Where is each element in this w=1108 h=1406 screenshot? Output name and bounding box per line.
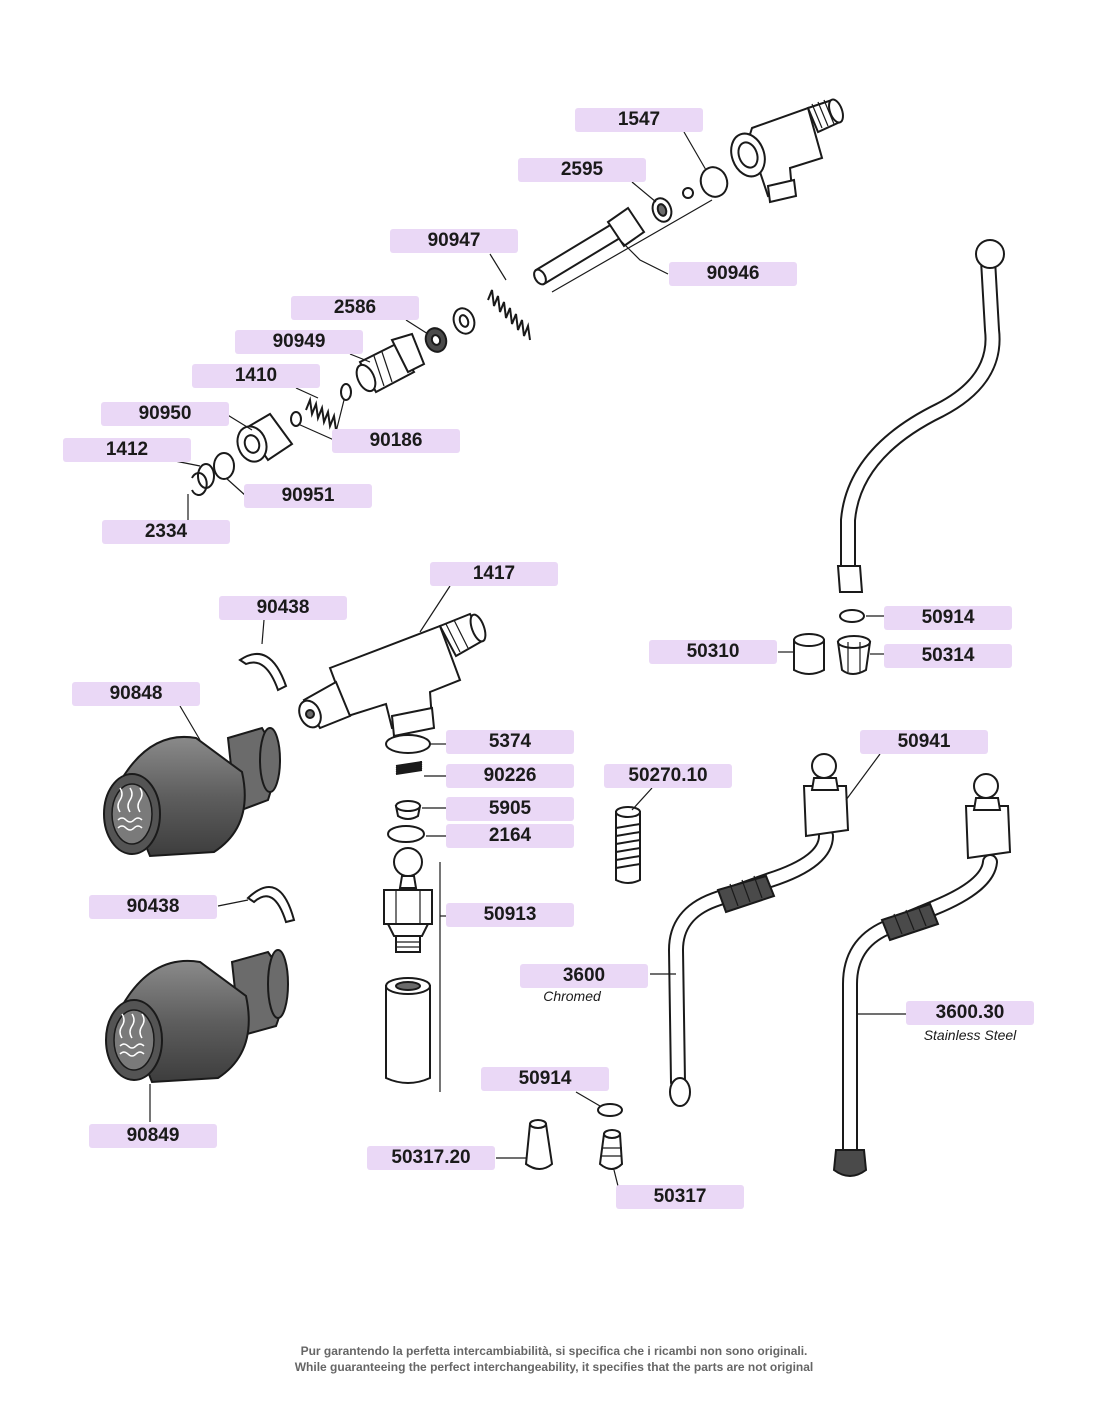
- knob-90848-drawing: [103, 726, 281, 858]
- finish-note-chromed: Chromed: [543, 988, 601, 1004]
- part-label-2586: 2586: [291, 296, 419, 320]
- part-label-90949: 90949: [235, 330, 363, 354]
- nozzle-50317-20-drawing: [524, 1119, 554, 1170]
- small-ball-drawing: [682, 187, 694, 199]
- part-label-90947: 90947: [390, 229, 518, 253]
- washer-drawing: [452, 307, 476, 335]
- clip-90438b-drawing: [246, 886, 296, 924]
- washer-90951-drawing: [213, 452, 235, 480]
- sleeve-50310-drawing: [793, 633, 825, 675]
- part-label-90849: 90849: [89, 1124, 217, 1148]
- cup-5905-drawing: [394, 800, 422, 820]
- o-ring-2164-drawing: [387, 825, 425, 843]
- nozzle-50317-drawing: [598, 1129, 624, 1170]
- ball-joint-50913-drawing: [383, 847, 433, 953]
- part-label-50310: 50310: [649, 640, 777, 664]
- part-label-90226: 90226: [446, 764, 574, 788]
- clip-90438a-drawing: [238, 653, 288, 692]
- part-label-1410: 1410: [192, 364, 320, 388]
- valve-body-1417-drawing: [298, 612, 487, 738]
- disclaimer-italian: Pur garantendo la perfetta intercambiabi…: [300, 1344, 808, 1358]
- part-label-90848: 90848: [72, 682, 200, 706]
- knob-90849-drawing: [105, 949, 289, 1084]
- part-label-50914-top: 50914: [884, 606, 1012, 630]
- part-label-1412: 1412: [63, 438, 191, 462]
- part-label-50270-10: 50270.10: [604, 764, 732, 788]
- o-ring-50914b-drawing: [597, 1103, 623, 1117]
- steam-wand-3600-30-drawing: [832, 773, 1012, 1177]
- part-label-2334: 2334: [102, 520, 230, 544]
- disclaimer-english: While guaranteeing the perfect interchan…: [294, 1360, 814, 1374]
- part-label-50941: 50941: [860, 730, 988, 754]
- part-label-3600-30: 3600.30: [906, 1001, 1034, 1025]
- spring-sleeve-50270-drawing: [615, 806, 641, 884]
- o-ring-90186b-drawing: [340, 383, 352, 401]
- part-label-90186: 90186: [332, 429, 460, 453]
- part-label-50317-20: 50317.20: [367, 1146, 495, 1170]
- o-ring-90186a-drawing: [290, 411, 302, 427]
- o-ring-5374-drawing: [385, 734, 431, 754]
- part-label-90951: 90951: [244, 484, 372, 508]
- part-label-90946: 90946: [669, 262, 797, 286]
- part-label-90438-top: 90438: [219, 596, 347, 620]
- o-ring-1547-drawing: [699, 166, 729, 198]
- steam-wand-upper-drawing: [836, 239, 1005, 593]
- fitting-90949-drawing: [355, 332, 426, 394]
- part-label-5374: 5374: [446, 730, 574, 754]
- nut-90950-drawing: [236, 412, 294, 463]
- part-label-50913: 50913: [446, 903, 574, 927]
- part-label-90950: 90950: [101, 402, 229, 426]
- steam-wand-3600-drawing: [668, 753, 850, 1107]
- part-label-1417: 1417: [430, 562, 558, 586]
- part-label-50317: 50317: [616, 1185, 744, 1209]
- bushing-2586-drawing: [424, 327, 448, 353]
- part-label-2164: 2164: [446, 824, 574, 848]
- part-label-50314: 50314: [884, 644, 1012, 668]
- part-label-90438-bottom: 90438: [89, 895, 217, 919]
- circlip-2334-drawing: [191, 472, 208, 496]
- o-ring-50914a-drawing: [839, 609, 865, 623]
- tee-fitting-1547-drawing: [730, 98, 844, 204]
- nut-50314-drawing: [836, 635, 872, 675]
- part-label-1547: 1547: [575, 108, 703, 132]
- part-label-3600: 3600: [520, 964, 648, 988]
- tube-90946-drawing: [533, 206, 646, 286]
- spring-1410-drawing: [305, 396, 337, 431]
- bushing-2595-drawing: [651, 197, 673, 223]
- spring-90947-drawing: [487, 289, 531, 341]
- part-label-50914-bottom: 50914: [481, 1067, 609, 1091]
- part-label-5905: 5905: [446, 797, 574, 821]
- spring-90226-drawing: [395, 761, 423, 775]
- finish-note-stainless-steel: Stainless Steel: [923, 1027, 1017, 1043]
- part-label-2595: 2595: [518, 158, 646, 182]
- sleeve-drawing: [385, 977, 431, 1084]
